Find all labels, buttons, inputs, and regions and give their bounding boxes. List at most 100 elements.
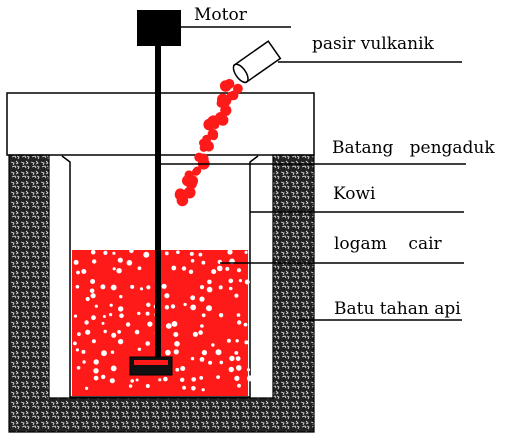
metal-texture-dot <box>76 366 81 370</box>
crucible-wall <box>61 155 259 398</box>
metal-texture-dot <box>109 303 113 307</box>
metal-texture-dot <box>158 378 162 382</box>
metal-texture-dot <box>145 384 150 388</box>
sand-particle <box>203 141 214 152</box>
metal-texture-dot <box>93 368 99 374</box>
metal-texture-dot <box>225 266 230 271</box>
metal-texture-dot <box>110 284 117 291</box>
metal-texture-dot <box>111 332 117 338</box>
metal-texture-dot <box>192 331 198 337</box>
metal-texture-dot <box>171 321 178 327</box>
metal-texture-dot <box>81 349 86 354</box>
metal-texture-dot <box>91 315 96 321</box>
metal-texture-dot <box>200 324 204 328</box>
metal-texture-dot <box>190 304 197 311</box>
metal-texture-dot <box>101 350 107 357</box>
sand-particle <box>176 194 189 207</box>
metal-texture-dot <box>134 329 140 335</box>
metal-texture-dot <box>119 313 124 319</box>
metal-texture-dot <box>188 269 194 274</box>
metal-texture-dot <box>139 287 144 291</box>
metal-texture-dot <box>101 321 105 325</box>
metal-texture-dot <box>92 259 97 264</box>
metal-texture-dot <box>180 377 185 382</box>
metal-texture-dot <box>90 279 96 284</box>
metal-texture-dot <box>201 350 207 356</box>
metal-texture-dot <box>91 339 96 344</box>
metal-texture-dot <box>246 368 251 372</box>
metal-texture-dot <box>145 311 150 316</box>
metal-texture-dot <box>201 313 206 318</box>
metal-texture-dot <box>73 259 79 265</box>
metal-texture-dot <box>164 305 170 310</box>
metal-texture-dot <box>73 341 77 346</box>
metal-texture-dot <box>175 367 180 372</box>
metal-texture-dot <box>85 329 91 335</box>
metal-texture-dot <box>201 260 206 265</box>
metal-texture-dot <box>237 320 242 325</box>
metal-texture-dot <box>161 283 167 289</box>
metal-texture-dot <box>101 374 106 380</box>
metal-texture-dot <box>181 266 187 271</box>
metal-texture-dot <box>81 269 87 274</box>
metal-texture-dot <box>137 347 142 351</box>
metal-texture-dot <box>164 251 169 256</box>
metal-texture-dot <box>116 268 122 274</box>
sand-particle <box>211 121 220 130</box>
stirrer-assembly <box>129 10 181 376</box>
metal-texture-dot <box>94 304 98 308</box>
metal-texture-dot <box>82 360 86 364</box>
metal-texture-dot <box>112 251 116 255</box>
metal-texture-dot <box>100 284 106 290</box>
sand-dispenser <box>232 40 282 84</box>
metal-texture-dot <box>165 323 172 329</box>
metal-texture-dot <box>84 320 89 325</box>
metal-texture-dot <box>89 288 95 294</box>
metal-texture-dot <box>117 330 121 334</box>
metal-texture-dot <box>244 340 249 345</box>
metal-texture-dot <box>208 360 213 365</box>
metal-texture-dot <box>237 383 241 388</box>
metal-texture-dot <box>137 266 142 271</box>
metal-texture-dot <box>211 269 217 275</box>
metal-texture-dot <box>234 293 239 298</box>
refractory-label: Batu tahan api <box>334 299 461 319</box>
stirrer-label: Batang pengaduk <box>332 138 495 158</box>
metal-texture-dot <box>103 329 107 334</box>
metal-texture-dot <box>130 284 135 289</box>
metal-texture-dot <box>190 259 195 263</box>
metal-texture-dot <box>130 379 134 383</box>
sand-label: pasir vulkanik <box>312 34 435 54</box>
metal-texture-dot <box>173 332 179 337</box>
sand-particle <box>183 186 196 199</box>
stirrer-shaft <box>155 46 161 364</box>
metal-texture-dot <box>199 296 205 302</box>
metal-texture-dot <box>236 313 241 317</box>
metal-texture-dot <box>244 279 250 285</box>
metal-texture-dot <box>215 349 222 356</box>
metal-texture-dot <box>76 270 80 275</box>
metal-texture-dot <box>173 349 179 355</box>
metal-texture-dot <box>103 250 108 255</box>
metal-texture-dot <box>147 321 153 327</box>
metal-texture-dot <box>228 286 233 291</box>
metal-texture-dot <box>143 251 150 258</box>
metal-texture-dot <box>117 338 124 345</box>
metal-texture-dot <box>90 293 96 299</box>
metal-texture-dot <box>137 311 141 316</box>
metal-texture-dot <box>176 250 180 254</box>
metal-texture-dot <box>199 376 204 380</box>
metal-texture-dot <box>206 286 213 293</box>
refractory-wall <box>8 154 315 433</box>
metal-texture-dot <box>128 384 133 388</box>
crucible <box>61 155 259 398</box>
metal-texture-dot <box>235 339 239 343</box>
metal-texture-dot <box>235 356 241 361</box>
sand-particle <box>219 80 232 92</box>
metal-texture-dot <box>206 305 212 312</box>
sand-particle <box>192 167 201 176</box>
metal-texture-dot <box>129 248 134 254</box>
metal-texture-dot <box>227 249 233 255</box>
